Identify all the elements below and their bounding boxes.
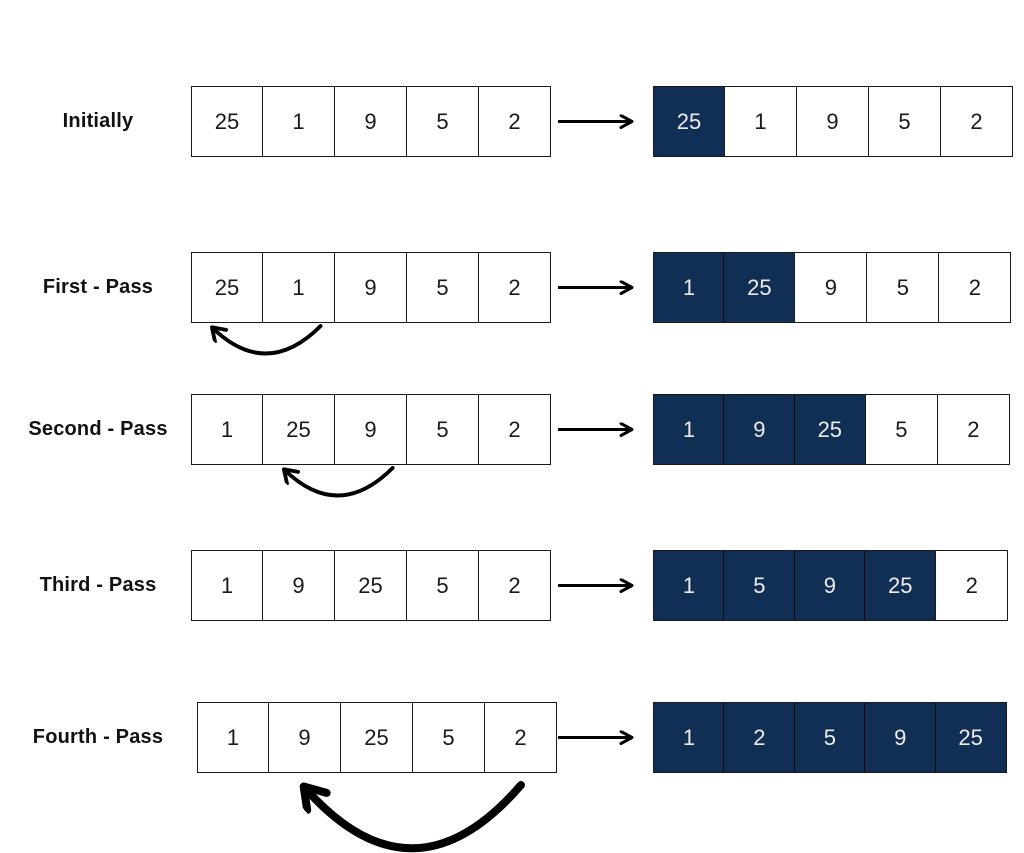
array-cell: 1 [653,550,725,621]
array-cell: 2 [936,550,1009,621]
array-cell: 1 [725,86,797,157]
array-cell: 2 [479,394,551,465]
array-cell: 9 [263,550,335,621]
array-cell: 9 [723,394,796,465]
array-cell: 25 [723,252,796,323]
array-cell: 9 [864,702,937,773]
array-cell: 1 [653,394,725,465]
array-cell: 2 [723,702,796,773]
array-cell: 1 [653,252,725,323]
array-cell: 5 [869,86,941,157]
array-cell: 25 [263,394,335,465]
array-cell: 9 [335,252,407,323]
swap-arc-row-2 [213,324,323,356]
array-cell: 2 [939,252,1012,323]
array-cell: 25 [934,702,1007,773]
array-cell: 9 [335,86,407,157]
array-cell: 9 [795,252,868,323]
array-cell: 2 [479,550,551,621]
array-cell: 1 [191,550,263,621]
array-cell: 9 [793,550,866,621]
array-cell: 1 [263,86,335,157]
array-cell: 5 [867,252,940,323]
array-cell: 1 [197,702,269,773]
array-cell: 2 [937,394,1010,465]
pass-label: Fourth - Pass [32,726,164,748]
array-cell: 25 [191,252,263,323]
swap-arc-row-5 [305,781,525,853]
pass-label: Second - Pass [28,418,168,440]
array-cell: 5 [793,702,866,773]
array-cell: 25 [864,550,937,621]
array-cell: 5 [413,702,485,773]
array-cell: 25 [653,86,725,157]
array-cell: 5 [407,394,479,465]
pass-label: Third - Pass [39,574,157,596]
array-cell: 9 [797,86,869,157]
array-cell: 2 [479,252,551,323]
array-cell: 5 [865,394,938,465]
swap-arc-row-3 [285,466,395,498]
array-cell: 1 [263,252,335,323]
array-cell: 2 [485,702,557,773]
pass-label: First - Pass [42,276,154,298]
array-cell: 5 [407,252,479,323]
array-cell: 9 [335,394,407,465]
array-cell: 25 [191,86,263,157]
array-cell: 1 [191,394,263,465]
pass-label: Initially [62,110,134,132]
array-cell: 25 [341,702,413,773]
array-cell: 2 [479,86,551,157]
array-cell: 5 [407,550,479,621]
array-cell: 5 [407,86,479,157]
array-cell: 25 [335,550,407,621]
array-cell: 25 [793,394,866,465]
array-cell: 1 [653,702,725,773]
array-cell: 9 [269,702,341,773]
array-cell: 2 [941,86,1013,157]
array-cell: 5 [723,550,796,621]
